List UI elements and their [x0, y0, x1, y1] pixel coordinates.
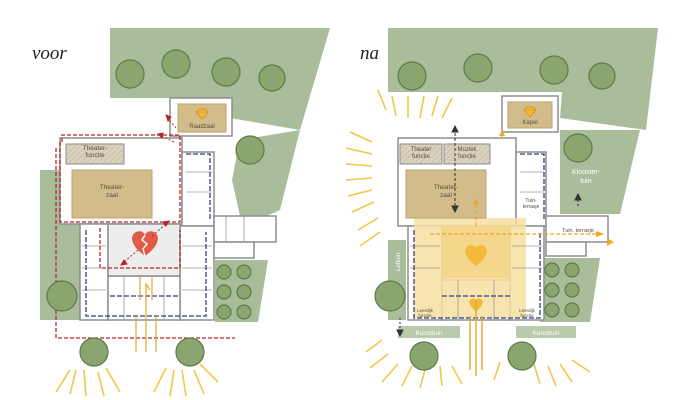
- theater-hall-before: [71, 169, 153, 219]
- label-theater-hall-before: Theater-zaal: [100, 184, 125, 199]
- label-line: Theater: [411, 147, 432, 153]
- label-line: zaal: [106, 192, 118, 199]
- route-orange: [430, 128, 600, 235]
- route-red: [55, 134, 235, 339]
- label-cloister-garden: Klooster-tuin: [572, 169, 601, 185]
- label-garden-terrace-right: Tuin, terrasje: [562, 228, 594, 234]
- entrance-arrows: [135, 276, 157, 352]
- label-art-garden-right: Kunsttuin: [532, 330, 559, 337]
- label-line: Theater-: [83, 145, 108, 152]
- label-line: functie: [412, 154, 430, 160]
- theater-function-after: [399, 143, 443, 165]
- partitions-before: [82, 171, 245, 320]
- route-blue-after: [413, 153, 545, 319]
- label-garden-terrace-top: Tuin-terrasje: [523, 198, 540, 210]
- label-line: functie: [458, 154, 476, 160]
- label-chapel: Kapel: [522, 120, 537, 126]
- label-line: functie: [418, 313, 432, 318]
- label-art-garden-left: Kunsttuin: [415, 330, 442, 337]
- label-line: Tuin-: [525, 198, 537, 204]
- light-rays-before: [55, 363, 219, 397]
- light-rays-after: [345, 89, 591, 389]
- label-line: Klooster-: [572, 169, 601, 176]
- route-red-arrows: [120, 114, 177, 266]
- before-title: voor: [32, 43, 67, 64]
- label-line: Muziek: [457, 147, 477, 153]
- art-garden-left: [398, 326, 460, 338]
- label-line: terrasje: [523, 204, 540, 210]
- after-title: na: [360, 43, 379, 64]
- art-garden-right: [516, 326, 576, 338]
- route-blue: [85, 153, 211, 317]
- plan-before: Theater-functie Theater-zaal Raadzaal: [40, 28, 330, 397]
- label-theater-hall-after: Theater-zaal: [434, 184, 459, 199]
- partitions-after: [410, 171, 544, 320]
- route-orange-heads: [473, 130, 614, 246]
- heart-icon: [465, 245, 487, 266]
- route-dark-arrows: [396, 124, 582, 338]
- label-theater-function-before: Theater-functie: [83, 145, 108, 159]
- label-line: functie: [85, 152, 105, 159]
- broken-heart-icon: [132, 231, 158, 257]
- theater-hall-after: [405, 169, 487, 219]
- label-line: zaal: [440, 192, 452, 199]
- gem-icon: [195, 108, 209, 120]
- label-council-hall: Raadzaal: [189, 124, 214, 130]
- entrance-arrows-after: [469, 300, 483, 376]
- park-north-after: [388, 28, 658, 130]
- trees-after: [374, 53, 616, 371]
- label-line: Theater-: [434, 184, 459, 191]
- theater-function-room: [65, 143, 125, 165]
- label-treehouse-garden: Loftuin: [396, 253, 402, 271]
- label-line: Leerdijk: [417, 308, 434, 313]
- label-line: functie: [520, 313, 534, 318]
- gem-icon: [523, 106, 537, 118]
- label-line: Theater-: [100, 184, 125, 191]
- trees-before: [46, 49, 286, 367]
- label-line: Leerdijk: [519, 308, 536, 313]
- label-line: tuin: [580, 178, 591, 185]
